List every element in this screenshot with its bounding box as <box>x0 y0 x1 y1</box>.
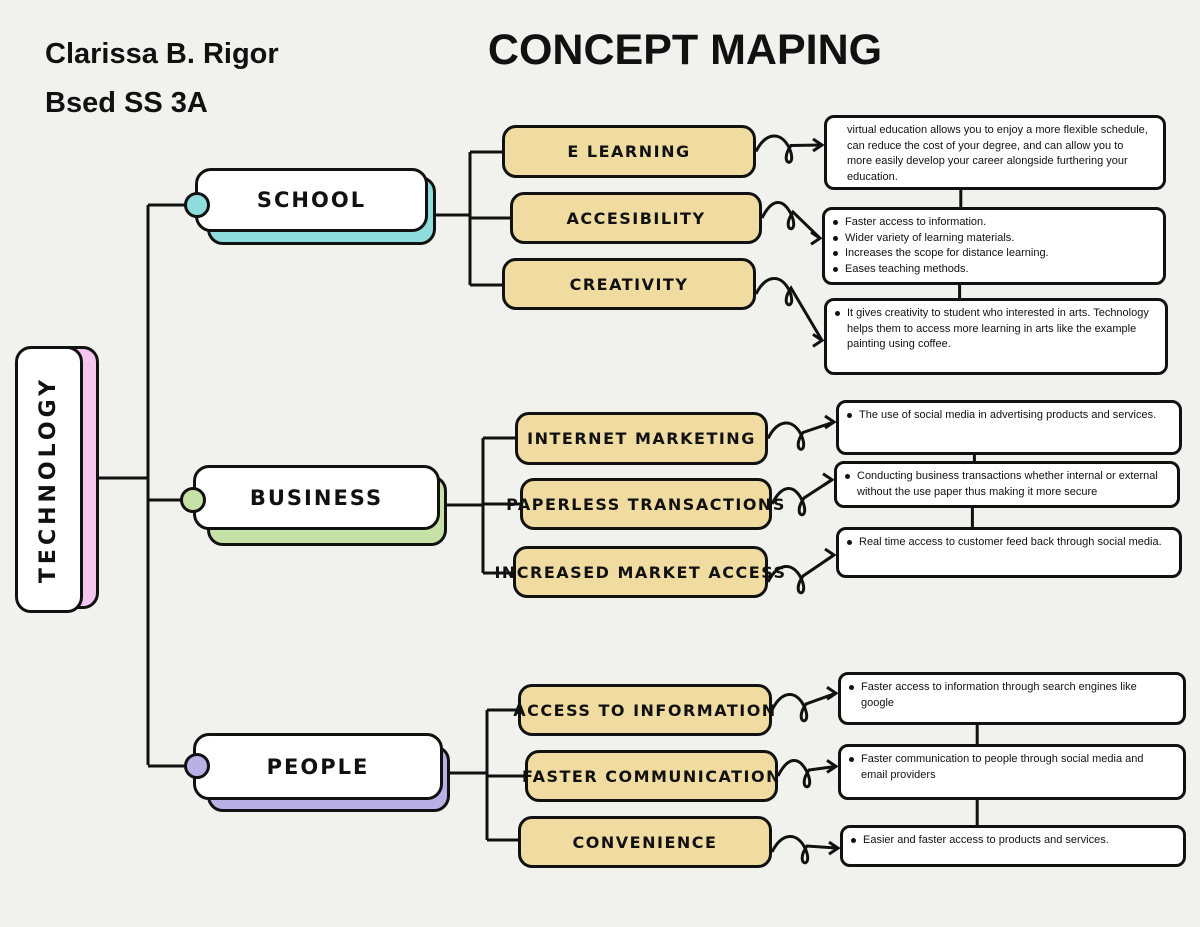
note-list: virtual education allows you to enjoy a … <box>847 123 1151 185</box>
note-line: Faster access to information through sea… <box>849 680 1171 711</box>
author-section: Bsed SS 3A <box>45 87 208 119</box>
note-line: It gives creativity to student who inter… <box>835 306 1153 353</box>
curly-arrow <box>770 691 837 723</box>
root-connector <box>82 203 185 768</box>
note-list: Easier and faster access to products and… <box>851 833 1171 849</box>
concept-note: virtual education allows you to enjoy a … <box>824 115 1166 190</box>
business-bullet-icon <box>180 487 206 513</box>
technology-node: TECHNOLOGY <box>15 346 83 613</box>
business-node: BUSINESS <box>193 465 440 530</box>
curly-arrow <box>770 835 839 865</box>
note-line: Conducting business transactions whether… <box>845 469 1165 500</box>
concept-tag: ACCESIBILITY <box>510 192 762 244</box>
concept-tag-label: ACCESS TO INFORMATION <box>513 700 777 720</box>
author-name: Clarissa B. Rigor <box>45 38 279 70</box>
concept-note: Real time access to customer feed back t… <box>836 527 1182 578</box>
curly-arrow <box>760 201 822 240</box>
note-list: Faster access to information.Wider varie… <box>833 215 1151 278</box>
concept-tag-label: INTERNET MARKETING <box>527 429 756 448</box>
curly-arrow <box>770 478 833 517</box>
arrowhead-icon <box>812 333 825 348</box>
concept-note: Faster communication to people through s… <box>838 744 1186 800</box>
concept-tag-label: CREATIVITY <box>569 274 689 294</box>
school-bullet-icon <box>184 192 210 218</box>
page-title: CONCEPT MAPING <box>487 26 883 74</box>
note-list: Faster access to information through sea… <box>849 680 1171 711</box>
concept-tag-label: ACCESIBILITY <box>566 208 706 228</box>
note-line: Eases teaching methods. <box>833 262 1151 278</box>
arrowhead-icon <box>812 137 825 153</box>
note-list: Real time access to customer feed back t… <box>847 535 1167 551</box>
curly-arrow <box>766 420 835 451</box>
note-list: The use of social media in advertising p… <box>847 408 1167 424</box>
arrowhead-icon <box>826 759 839 774</box>
note-list: It gives creativity to student who inter… <box>835 306 1153 353</box>
arrowhead-icon <box>822 472 835 488</box>
note-line: The use of social media in advertising p… <box>847 408 1167 424</box>
note-line: Real time access to customer feed back t… <box>847 535 1167 551</box>
concept-tag-label: E LEARNING <box>567 142 691 161</box>
people-node: PEOPLE <box>193 733 443 800</box>
note-list: Faster communication to people through s… <box>849 752 1171 783</box>
curly-arrow <box>754 134 823 164</box>
note-line: virtual education allows you to enjoy a … <box>847 124 1148 183</box>
arrowhead-icon <box>810 230 823 246</box>
author-block: Clarissa B. Rigor Bsed SS 3A <box>45 30 279 128</box>
note-line: Faster communication to people through s… <box>849 752 1171 783</box>
concept-tag-label: PAPERLESS TRANSACTIONS <box>506 494 786 514</box>
school-connector <box>428 150 510 287</box>
school-node: SCHOOL <box>195 168 428 232</box>
concept-note: Faster access to information.Wider varie… <box>822 207 1166 285</box>
school-label: SCHOOL <box>256 188 367 212</box>
concept-tag-label: FASTER COMMUNICATION <box>522 766 781 786</box>
concept-note: The use of social media in advertising p… <box>836 400 1182 455</box>
note-line: Increases the scope for distance learnin… <box>833 246 1151 262</box>
concept-tag: CREATIVITY <box>502 258 756 310</box>
concept-tag: E LEARNING <box>502 125 756 178</box>
concept-note: Easier and faster access to products and… <box>840 825 1186 867</box>
technology-label: TECHNOLOGY <box>36 375 62 584</box>
curly-arrows <box>754 134 841 865</box>
concept-tag: INCREASED MARKET ACCESS <box>494 546 785 598</box>
concept-note: It gives creativity to student who inter… <box>824 298 1168 375</box>
curly-arrow <box>754 277 824 342</box>
curly-arrow <box>776 759 837 789</box>
arrowhead-icon <box>828 840 841 856</box>
people-bullet-icon <box>184 753 210 779</box>
curly-arrow <box>766 553 835 595</box>
concept-tag-label: INCREASED MARKET ACCESS <box>494 562 787 582</box>
concept-tag: INTERNET MARKETING <box>515 412 768 465</box>
note-line: Wider variety of learning materials. <box>833 231 1151 247</box>
arrowhead-icon <box>824 414 837 430</box>
concept-note: Conducting business transactions whether… <box>834 461 1180 508</box>
people-label: PEOPLE <box>266 754 370 779</box>
concept-tag-label: CONVENIENCE <box>572 832 718 852</box>
concept-tag: ACCESS TO INFORMATION <box>513 684 775 736</box>
people-connector <box>443 708 525 842</box>
arrowhead-icon <box>824 547 837 563</box>
business-connector <box>440 436 520 575</box>
concept-note: Faster access to information through sea… <box>838 672 1186 725</box>
note-line: Easier and faster access to products and… <box>851 833 1171 849</box>
note-list: Conducting business transactions whether… <box>845 469 1165 500</box>
arrowhead-icon <box>826 685 839 701</box>
concept-tag: FASTER COMMUNICATION <box>522 750 781 802</box>
concept-tag: PAPERLESS TRANSACTIONS <box>506 478 784 530</box>
note-line: Faster access to information. <box>833 215 1151 231</box>
business-label: BUSINESS <box>249 485 384 510</box>
concept-tag: CONVENIENCE <box>518 816 772 868</box>
